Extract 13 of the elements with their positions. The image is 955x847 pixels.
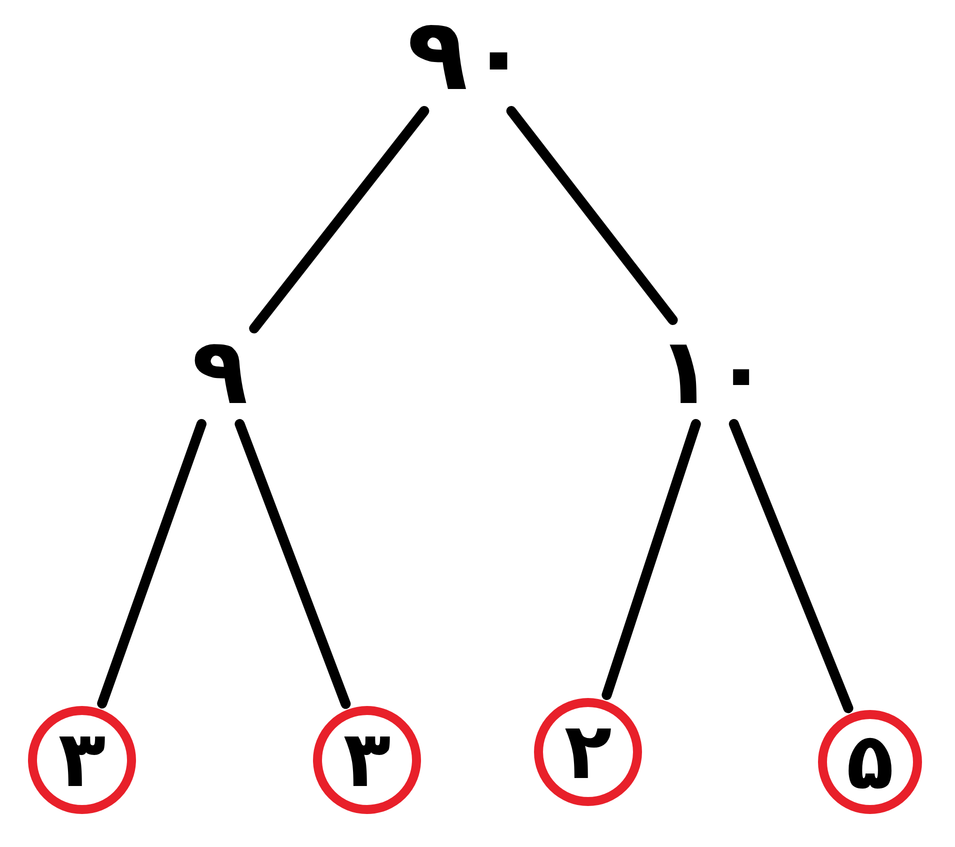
connector-line [249,106,430,334]
connector-line [234,419,351,709]
number-label: ۵ [846,723,894,801]
number-label: ۹۰ [406,5,530,105]
connector-line [728,419,854,714]
number-label: ۳ [343,721,391,799]
connector-line [506,106,678,325]
number-label: ۳ [58,721,106,799]
number-label: ۹ [192,326,248,418]
connector-line [97,419,206,708]
number-label: ۲ [564,713,612,791]
connector-line [602,419,701,700]
number-label: ۱۰ [656,326,770,418]
